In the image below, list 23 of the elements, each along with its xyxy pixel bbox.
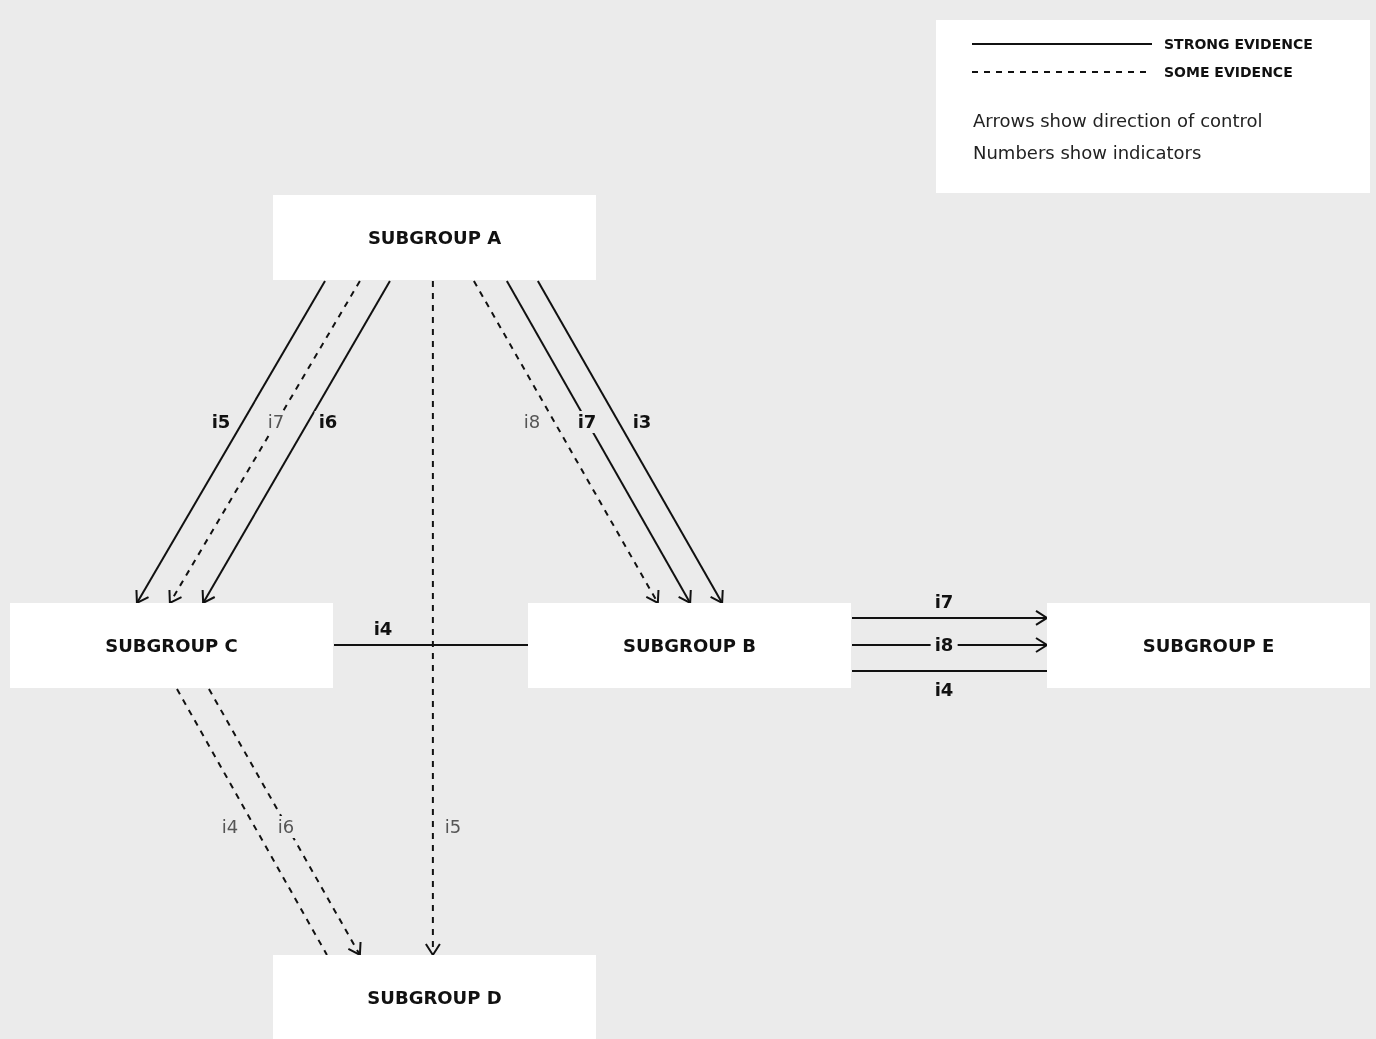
legend-label: STRONG EVIDENCE (1164, 36, 1313, 52)
group-title: SUBGROUP D (367, 986, 502, 1008)
group-box (528, 603, 851, 688)
legend-note: Numbers show indicators (973, 142, 1202, 163)
arrow (201, 280, 391, 604)
group-box (273, 955, 596, 1039)
legend-label: SOME EVIDENCE (1164, 64, 1293, 80)
arrow (536, 280, 724, 604)
arrow (472, 280, 660, 604)
legend-note: Arrows show direction of control (973, 110, 1263, 131)
arrow (168, 280, 361, 604)
arrow (135, 280, 326, 604)
arrow (207, 688, 362, 956)
group-title: SUBGROUP A (367, 227, 502, 248)
group-box (273, 195, 596, 280)
group-box (1047, 603, 1370, 688)
arrow (851, 609, 1048, 626)
group-title: SUBGROUP E (1142, 635, 1275, 656)
group-box (10, 603, 333, 688)
arrow (424, 280, 441, 956)
arrow (505, 280, 692, 604)
group-title: SUBGROUP B (623, 635, 756, 656)
group-title: SUBGROUP C (105, 635, 238, 656)
